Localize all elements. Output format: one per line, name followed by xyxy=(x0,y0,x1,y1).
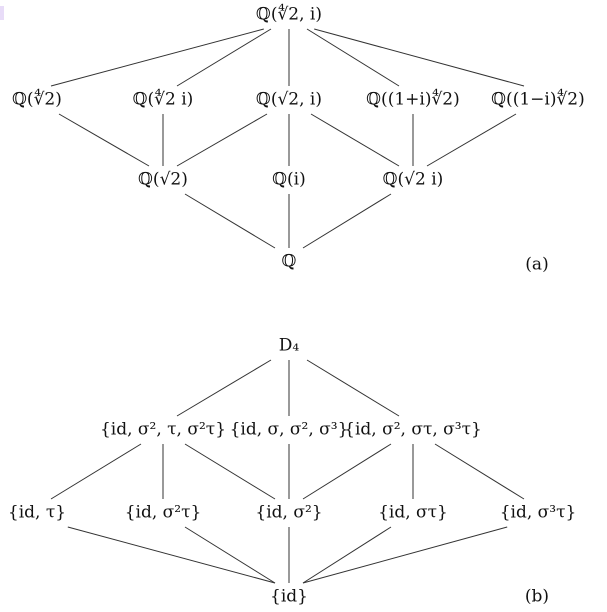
diagram_b-node: {id, σ³τ} xyxy=(500,503,577,523)
nodes-layer: ℚ(∜2, i)ℚ(∜2)ℚ(∜2 i)ℚ(√2, i)ℚ((1+i)∜2)ℚ(… xyxy=(8,4,585,607)
diagram_b-edge xyxy=(184,443,276,500)
diagram_b-edge xyxy=(434,443,525,500)
diagram_a-edge xyxy=(176,113,268,167)
diagram_b-node: D₄ xyxy=(279,336,300,356)
diagram_b-node: {id, σ², τ, σ²τ} xyxy=(100,420,226,440)
diagram_a-node: ℚ(∜2, i) xyxy=(256,4,322,25)
diagram_b-node: {id, στ} xyxy=(378,503,448,523)
diagram_a-edge xyxy=(58,113,150,167)
diagram_b-node: {id, σ²τ} xyxy=(125,503,202,523)
diagram_a-edge xyxy=(306,28,400,87)
diagram_a-node: ℚ(√2) xyxy=(138,170,188,190)
diagram_a-edge xyxy=(184,193,276,249)
diagram_b-node: {id, σ, σ², σ³} xyxy=(230,420,349,440)
caption-b: (b) xyxy=(525,587,549,607)
diagram_b-edge xyxy=(302,526,508,584)
diagram_b-node: {id} xyxy=(270,587,308,607)
diagram_a-edge xyxy=(310,113,400,167)
diagram_a-node: ℚ((1−i)∜2) xyxy=(491,89,584,110)
diagram_b-edge xyxy=(302,443,392,500)
diagram_a-edge xyxy=(176,28,272,87)
diagram_a-node: ℚ(i) xyxy=(272,170,306,190)
diagram_b-edge xyxy=(50,443,142,500)
diagram_a-node: ℚ(∜2) xyxy=(12,89,62,110)
diagram_b-node: {id, τ} xyxy=(8,503,66,523)
diagram_b-edge xyxy=(302,526,392,584)
diagram_b-node: {id, σ², στ, σ³τ} xyxy=(344,420,482,440)
diagram_b-edge xyxy=(184,526,276,584)
diagram_a-node: ℚ(∜2 i) xyxy=(133,89,194,110)
diagram_a-node: ℚ(√2, i) xyxy=(256,90,322,110)
diagram_a-node: ℚ(√2 i) xyxy=(383,170,444,190)
diagram_a-edge xyxy=(50,28,264,87)
caption-a: (a) xyxy=(525,255,548,275)
diagram_b-node: {id, σ²} xyxy=(255,503,322,523)
diagram_b-edge xyxy=(306,359,400,417)
corner-mark xyxy=(0,6,4,20)
diagram_a-node: ℚ xyxy=(282,252,297,272)
edges-layer xyxy=(50,28,525,584)
diagram_a-node: ℚ((1+i)∜2) xyxy=(366,89,459,110)
diagram_b-edge xyxy=(176,359,272,417)
diagram_a-edge xyxy=(426,113,517,167)
diagram_a-edge xyxy=(314,28,525,87)
diagram_a-edge xyxy=(302,193,392,249)
diagram_b-edge xyxy=(67,526,276,584)
